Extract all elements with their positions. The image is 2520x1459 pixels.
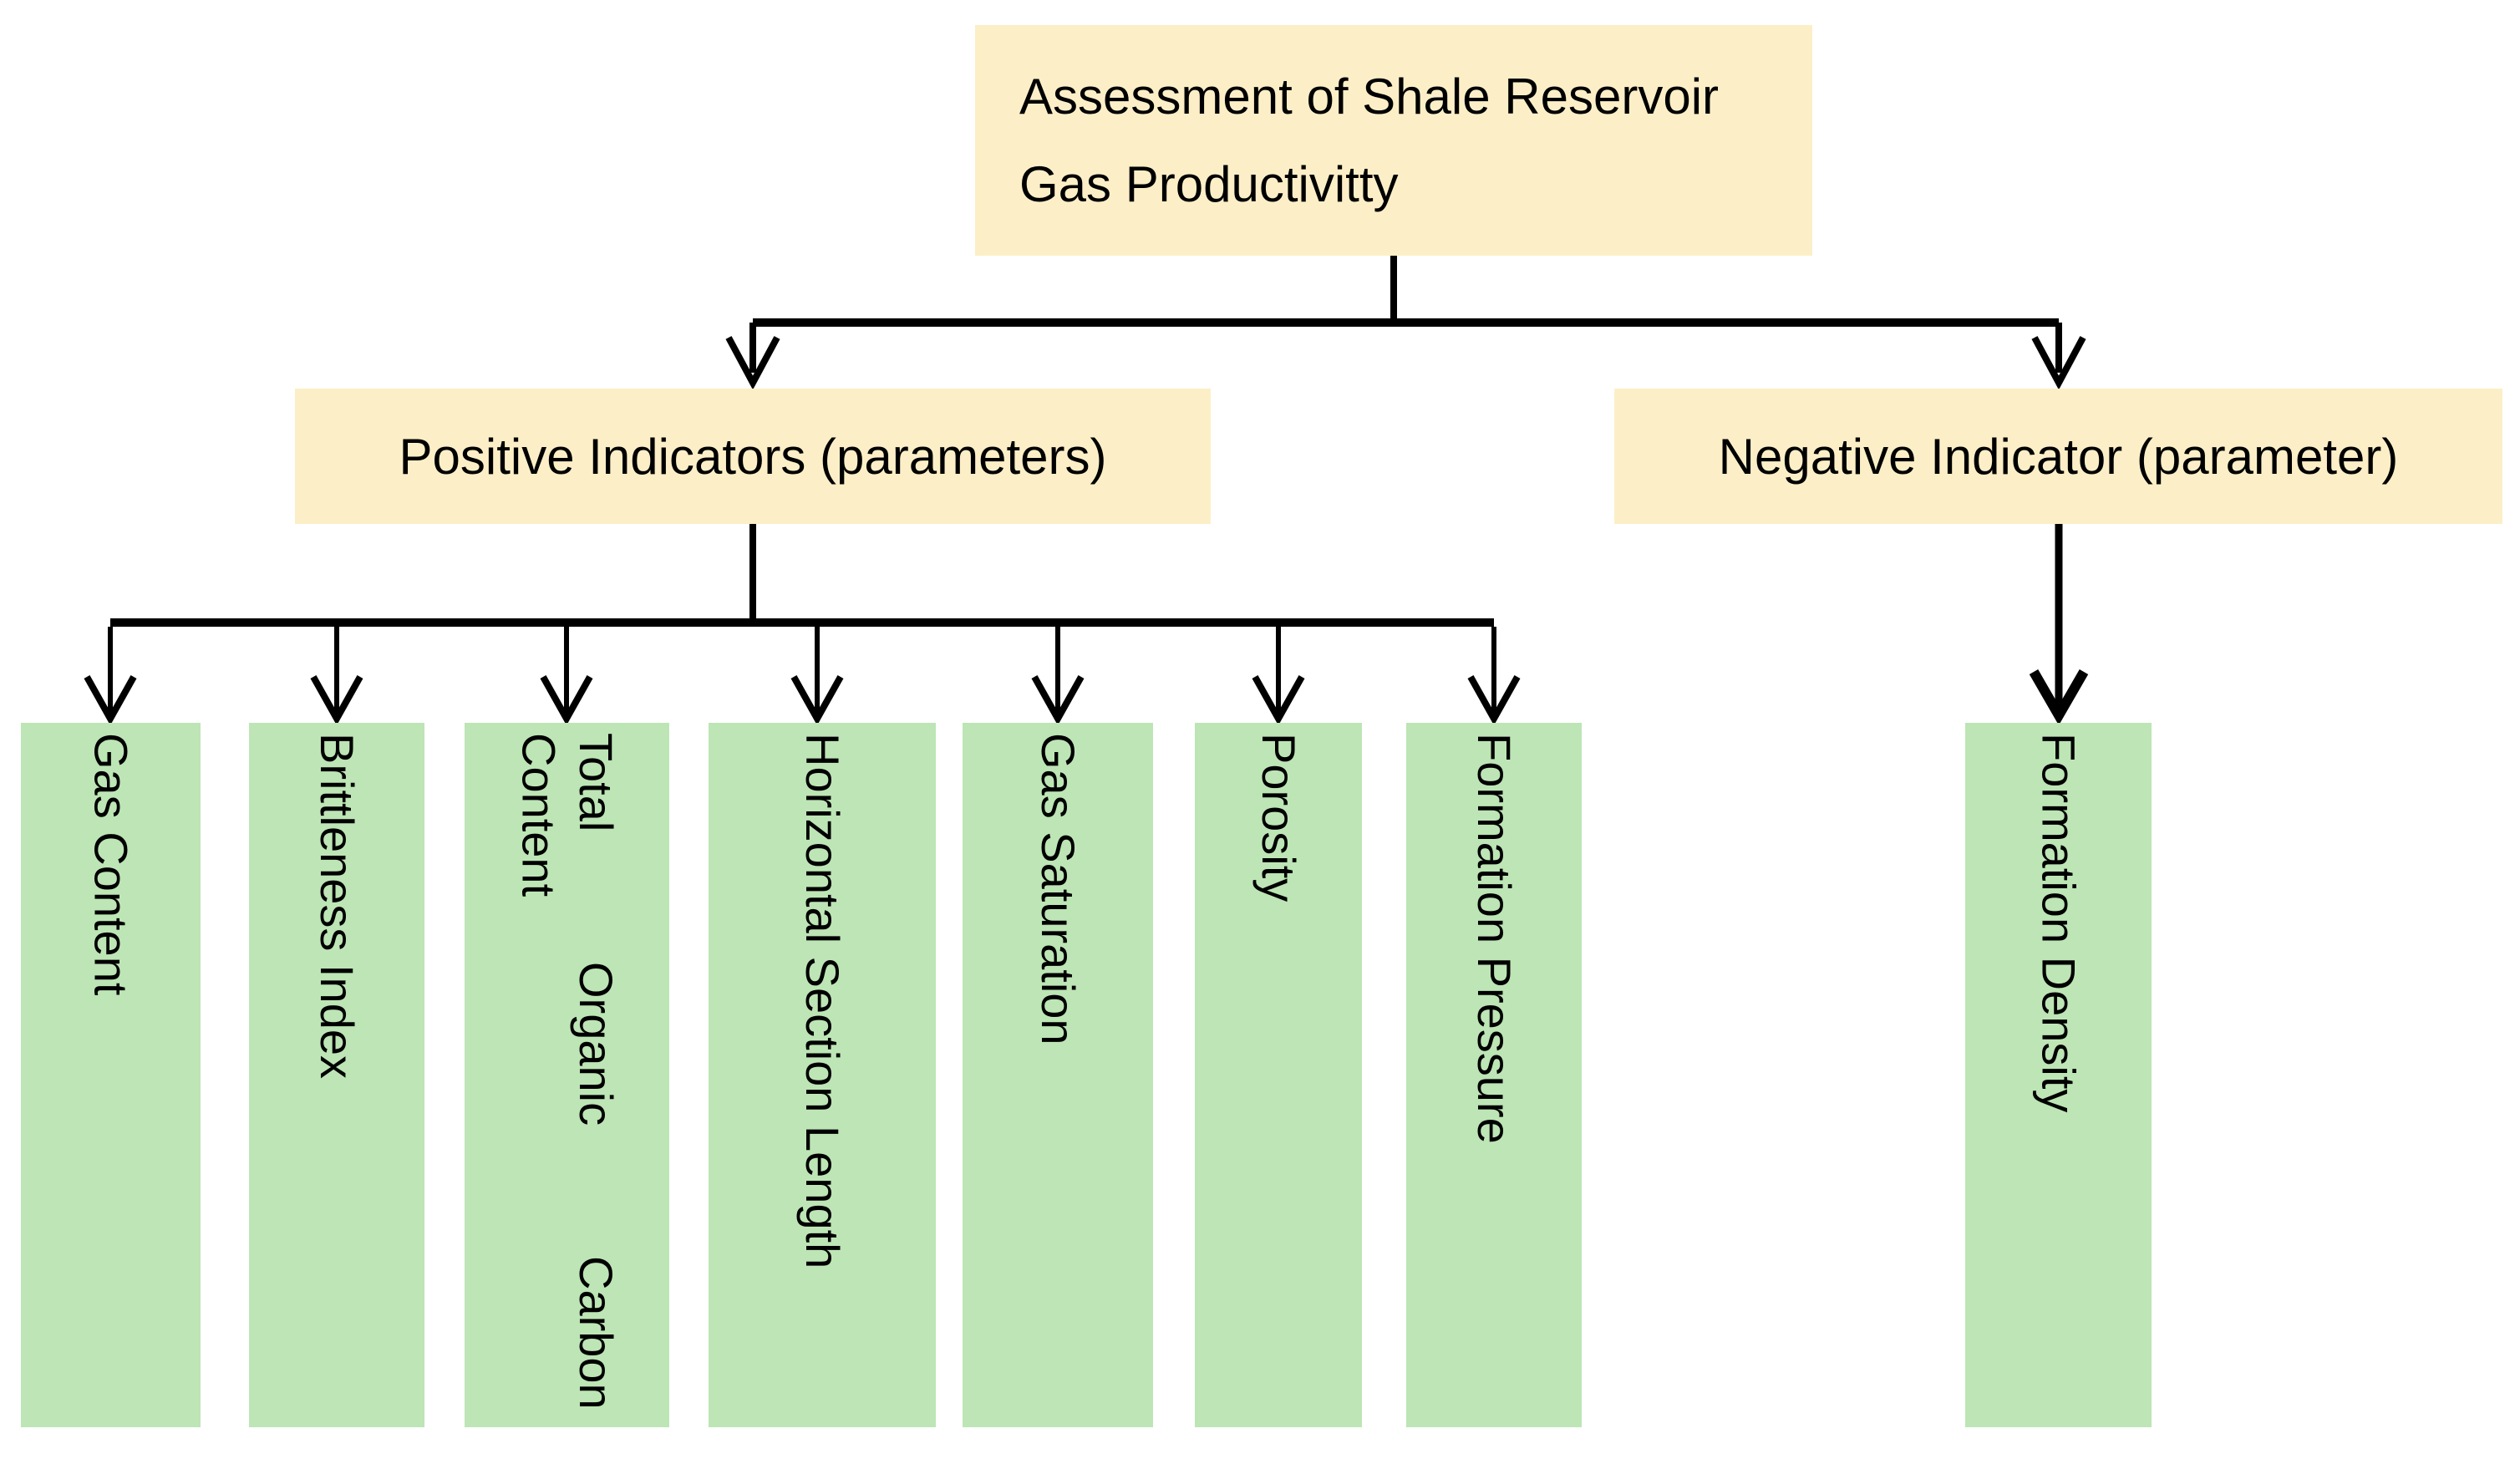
node-brittleness-index: Brittleness Index xyxy=(249,723,424,1427)
toc-word-organic: Organic xyxy=(569,962,622,1126)
node-horizontal-section-length: Horizontal Section Length xyxy=(709,723,936,1427)
root-title-line2: Gas Productivitty xyxy=(1019,156,1399,212)
positive-indicators-label: Positive Indicators (parameters) xyxy=(399,428,1107,485)
arrow-down-icon-brittleness-index xyxy=(310,675,363,726)
node-formation-pressure: Formation Pressure xyxy=(1406,723,1582,1427)
arrow-down-icon-toc-content xyxy=(540,675,593,726)
arrow-down-icon-gas-content xyxy=(84,675,137,726)
brittleness-index-label: Brittleness Index xyxy=(311,733,364,1079)
formation-pressure-label: Formation Pressure xyxy=(1468,733,1522,1144)
toc-word-total: Total xyxy=(569,733,622,832)
node-porosity: Porosity xyxy=(1195,723,1362,1427)
toc-word-carbon: Carbon xyxy=(569,1256,622,1410)
arrow-down-icon-porosity xyxy=(1252,675,1305,726)
porosity-label: Porosity xyxy=(1252,733,1306,902)
arrow-down-icon-gas-saturation xyxy=(1031,675,1085,726)
arrow-down-icon-positive xyxy=(725,336,780,390)
formation-density-label: Formation Density xyxy=(2032,733,2086,1113)
arrow-down-icon-horizontal-section-length xyxy=(790,675,844,726)
horizontal-section-length-label: Horizontal Section Length xyxy=(796,733,850,1269)
node-total-organic-carbon-content: Total Organic Carbon Content xyxy=(465,723,669,1427)
toc-word-content: Content xyxy=(512,733,566,897)
root-title-line1: Assessment of Shale Reservoir xyxy=(1019,69,1720,125)
arrow-down-icon-formation-pressure xyxy=(1467,675,1521,726)
total-organic-carbon-content-label: Total Organic Carbon Content xyxy=(510,723,624,1437)
toc-label-line1: Total Organic Carbon xyxy=(567,733,624,1410)
node-gas-content: Gas Content xyxy=(21,723,201,1427)
node-positive-indicators: Positive Indicators (parameters) xyxy=(295,389,1211,524)
gas-content-label: Gas Content xyxy=(84,733,138,996)
negative-indicator-label: Negative Indicator (parameter) xyxy=(1718,428,2399,485)
arrow-down-icon-negative xyxy=(2031,336,2086,390)
gas-saturation-label: Gas Saturation xyxy=(1032,733,1085,1045)
node-gas-saturation: Gas Saturation xyxy=(963,723,1153,1427)
node-negative-indicator: Negative Indicator (parameter) xyxy=(1614,389,2502,524)
node-root: Assessment of Shale Reservoir Gas Produc… xyxy=(975,25,1812,256)
arrow-down-icon-formation-density xyxy=(2029,669,2089,726)
node-formation-density: Formation Density xyxy=(1965,723,2152,1427)
